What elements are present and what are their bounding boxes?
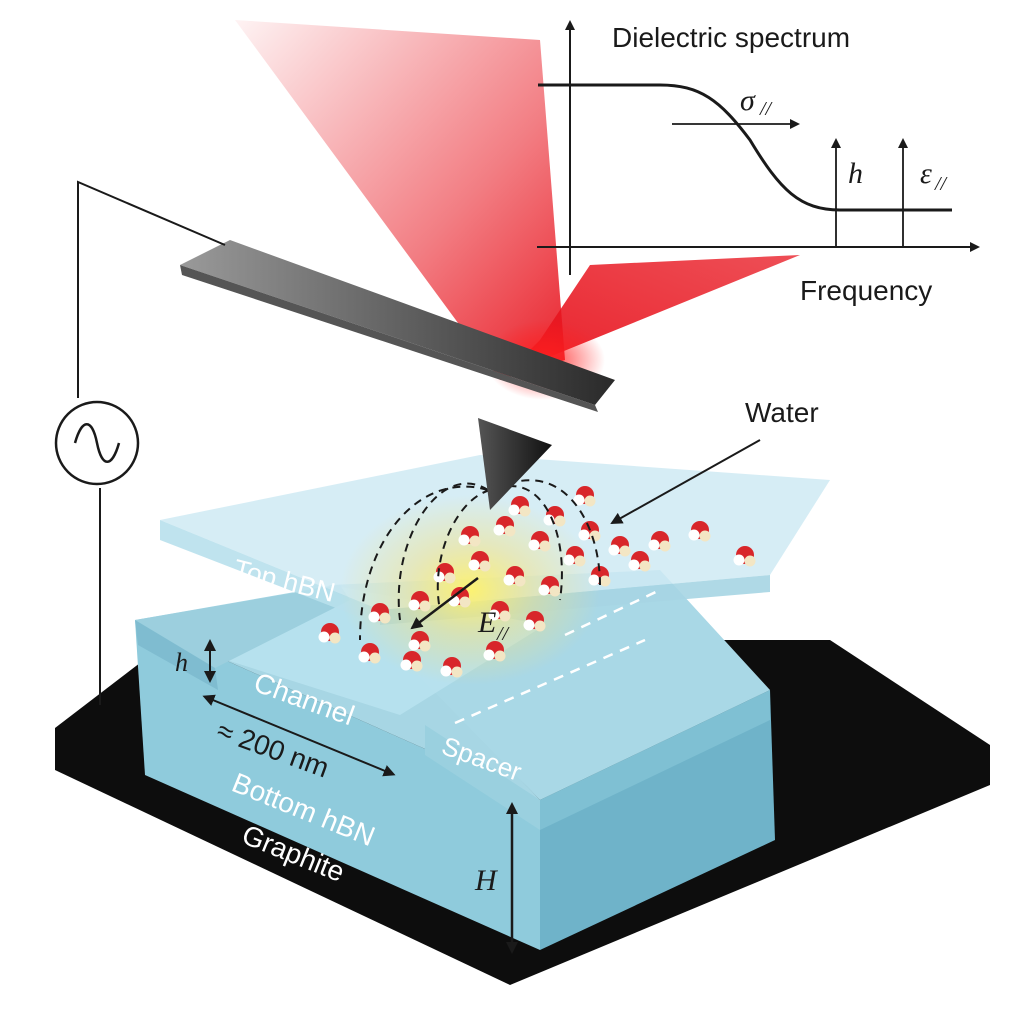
water-molecule (538, 576, 561, 597)
water-molecule (608, 536, 631, 557)
water-molecule (483, 641, 506, 662)
water-molecule (468, 551, 491, 572)
laser-beam (235, 20, 800, 400)
water-molecule (508, 496, 531, 517)
afm-tip (478, 418, 552, 510)
efield-arrow (410, 577, 479, 630)
water-molecule (358, 643, 381, 664)
water-molecule (408, 631, 431, 652)
efield-label: E (477, 606, 496, 639)
water-molecule (488, 601, 511, 622)
water-molecule (440, 657, 463, 678)
water-molecule (563, 546, 586, 567)
water-molecule (400, 651, 423, 672)
water-molecule (493, 516, 516, 537)
h-peak-label: h (848, 157, 863, 190)
H-label: H (474, 864, 499, 897)
circuit-wire (77, 180, 226, 705)
ac-source-icon (54, 400, 140, 486)
water-molecule (368, 603, 391, 624)
water-molecules (318, 486, 756, 678)
sigma-label: σ (740, 84, 756, 117)
afm-cantilever (180, 240, 615, 510)
water-molecule (448, 587, 471, 608)
eps-label: ε (920, 157, 932, 190)
water-molecule (318, 623, 341, 644)
water-molecule (408, 591, 431, 612)
water-molecule (573, 486, 596, 507)
water-molecule (543, 506, 566, 527)
water-molecule (648, 531, 671, 552)
eps-subscript: // (934, 173, 949, 195)
water-arrow (610, 439, 761, 524)
inset-xlabel: Frequency (800, 275, 932, 306)
water-molecule (503, 566, 526, 587)
water-label: Water (745, 397, 819, 428)
water-molecule (733, 546, 756, 567)
water-molecule (528, 531, 551, 552)
water-molecule (523, 611, 546, 632)
water-molecule (588, 566, 611, 587)
width-arrow (202, 694, 396, 777)
efield-subscript: // (496, 623, 511, 645)
water-molecule (688, 521, 711, 542)
water-molecule (458, 526, 481, 547)
inset-spectrum-chart: Dielectric spectrum Frequency σ // h ε /… (537, 20, 980, 306)
sigma-subscript: // (759, 98, 774, 120)
spectrum-curve (538, 83, 952, 212)
water-molecule (433, 563, 456, 584)
h-small-label: h (175, 648, 188, 677)
water-molecule (628, 551, 651, 572)
inset-title: Dielectric spectrum (612, 22, 850, 53)
